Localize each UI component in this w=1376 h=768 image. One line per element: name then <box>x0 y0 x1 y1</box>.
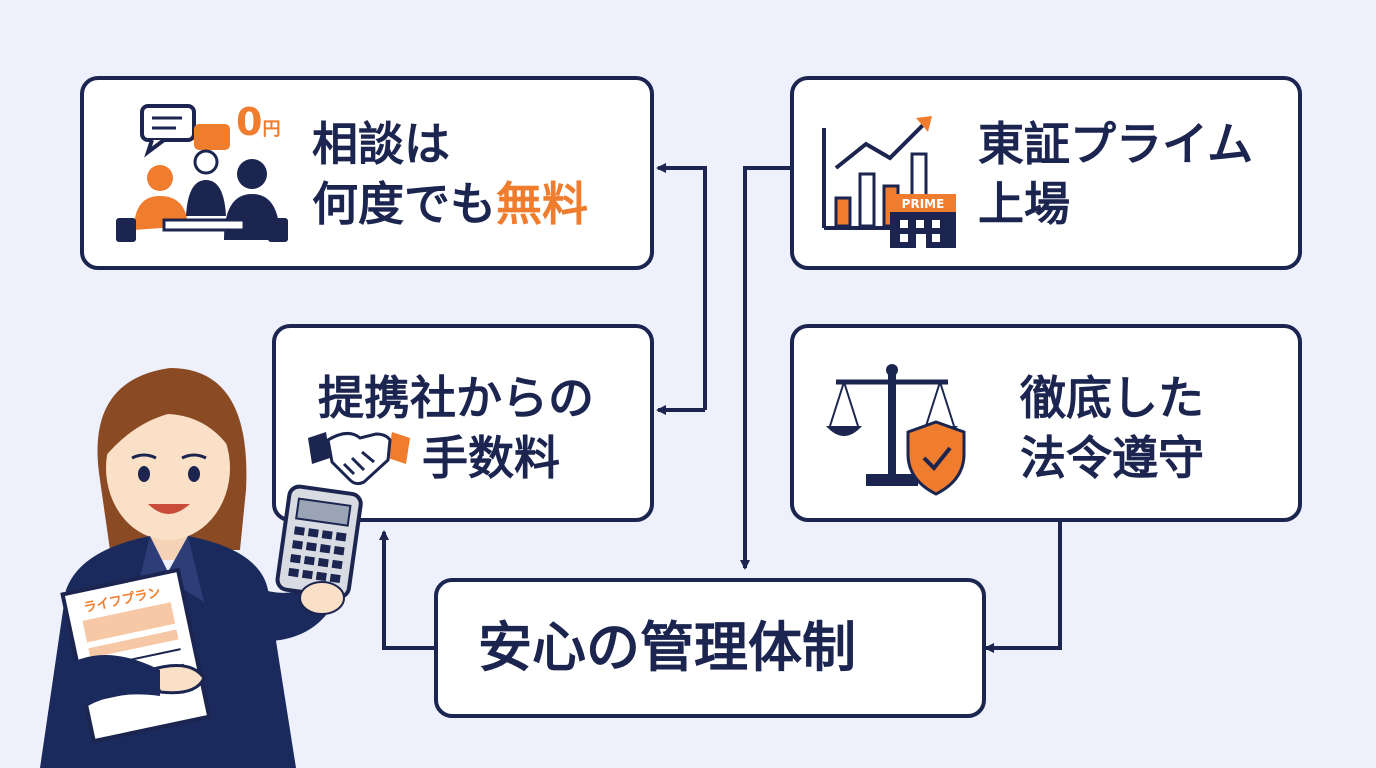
consult-free-box: 0円 相談は 何度でも無料 <box>80 76 654 270</box>
safe-management-box: 安心の管理体制 <box>434 578 986 718</box>
prime-text: 東証プライム 上場 <box>978 114 1253 234</box>
prime-line2: 上場 <box>978 177 1070 231</box>
consult-free-accent: 無料 <box>496 177 588 231</box>
management-label: 安心の管理体制 <box>478 616 856 679</box>
fees-line1: 提携社からの <box>318 371 594 425</box>
consult-line2: 何度でも無料 <box>312 174 588 234</box>
consult-line1: 相談は <box>312 117 450 171</box>
prime-listing-box: PRIME 東証プライム 上場 <box>790 76 1302 270</box>
handshake-icon <box>308 432 410 486</box>
advisor-woman-illustration: ライフプラン <box>40 368 363 768</box>
compliance-line2: 法令遵守 <box>1020 431 1204 485</box>
zero-yen-unit: 円 <box>262 119 281 140</box>
consultation-meeting-icon <box>116 104 288 242</box>
zero-yen-badge: 0円 <box>236 100 280 144</box>
prime-line1: 東証プライム <box>978 117 1254 171</box>
consult-text: 相談は 何度でも無料 <box>312 114 588 234</box>
growth-chart-building-icon: PRIME <box>822 116 956 248</box>
prime-sign-text: PRIME <box>902 197 945 211</box>
compliance-line1: 徹底した <box>1020 371 1204 425</box>
fees-line2: 手数料 <box>422 431 560 485</box>
arrow-management-to-fees <box>379 530 436 650</box>
compliance-box: 徹底した 法令遵守 <box>790 324 1302 522</box>
arrow-prime-to-management <box>740 166 790 570</box>
arrow-compliance-to-management <box>984 520 1062 653</box>
zero-yen-number: 0 <box>236 100 263 144</box>
consult-line2-prefix: 何度でも <box>312 177 496 231</box>
scales-shield-icon <box>826 364 966 496</box>
compliance-text: 徹底した 法令遵守 <box>1020 368 1204 488</box>
arrow-trunk-to-consult <box>656 163 707 410</box>
partner-fees-box: 提携社からの 手数料 <box>272 324 654 522</box>
